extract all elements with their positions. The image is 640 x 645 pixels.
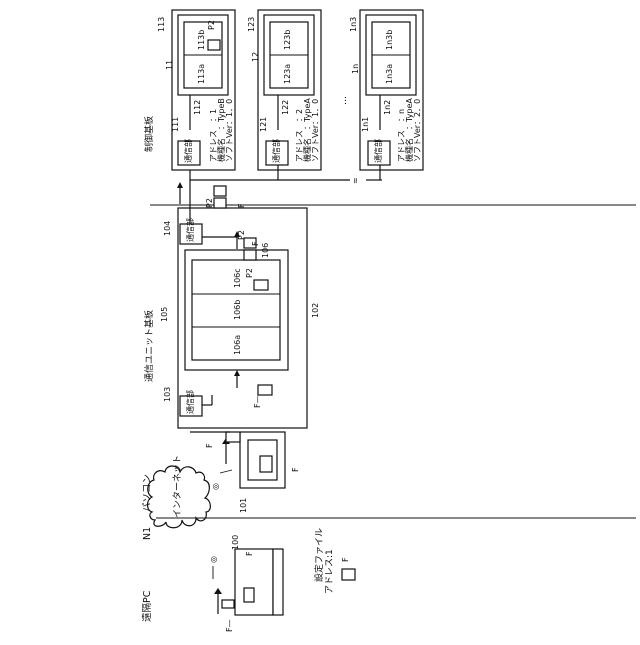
ref-1n: 1n [351, 64, 360, 74]
ref-106c: 106c [233, 268, 242, 288]
board-1n-soft: ソフトVer：2．0 [413, 99, 422, 162]
control-board-label: 制御基板 [143, 116, 155, 152]
settings-file-address: アドレス:1 [325, 549, 335, 594]
pc-download-arrow [222, 432, 240, 464]
ref-121: 121 [259, 117, 268, 132]
ref-F-settings: F [341, 557, 350, 562]
ref-103: 103 [163, 387, 172, 402]
remote-pc-label: 遠隔PC [141, 590, 153, 622]
ref-105: 105 [160, 307, 169, 322]
ref-123a: 123a [283, 64, 292, 84]
ref-1n3a: 1n3a [385, 64, 394, 84]
ref-111: 111 [171, 117, 180, 132]
ref-P2-104: P2 [237, 230, 246, 240]
internet-label: インターネット [172, 455, 183, 518]
ref-P2-11: P2 [205, 198, 214, 208]
comm-part-111-label: 通信部 [183, 139, 193, 163]
comm-part-103-label: 通信部 [185, 390, 195, 414]
ref-P2-113: P2 [207, 20, 216, 30]
ref-F-104: F [251, 241, 260, 246]
file-P2-113 [208, 40, 220, 50]
pc-wifi-icon: ◎ [211, 470, 232, 490]
board-12-soft: ソフトVer：1．0 [311, 99, 320, 162]
ref-106a: 106a [233, 335, 242, 355]
ref-F-remote: F [245, 551, 254, 556]
ref-F-pc-download: F [205, 443, 214, 448]
ref-1n3: 1n3 [349, 17, 358, 32]
ref-12: 12 [251, 52, 260, 62]
comm-part-1n1-label: 通信部 [373, 139, 383, 163]
ref-104: 104 [163, 221, 172, 236]
board-11-soft: ソフトVer：1．0 [225, 99, 234, 162]
bus-break: ≈ [351, 177, 360, 184]
ref-F-11: F [237, 203, 246, 208]
files-to-board11 [177, 182, 226, 208]
ref-P2-memory: P2 [245, 268, 254, 278]
comm-part-121-label: 通信部 [271, 139, 281, 163]
upload-file-arrow [214, 588, 234, 614]
ref-106: 106 [261, 243, 270, 258]
ref-1n1: 1n1 [361, 117, 370, 132]
remote-pc-wifi-icon: ◎ [209, 556, 218, 579]
file-P2-memory [254, 280, 268, 290]
svg-text:◎: ◎ [209, 556, 218, 563]
comm-unit-board-label: 通信ユニット基板 [143, 310, 155, 382]
ref-101: 101 [239, 498, 248, 513]
ref-112: 112 [193, 100, 202, 115]
ref-1n2: 1n2 [383, 100, 392, 115]
ref-N1: N1 [142, 527, 153, 540]
ref-113: 113 [157, 17, 166, 32]
ref-1n3b: 1n3b [385, 30, 394, 50]
ref-123b: 123b [283, 30, 292, 50]
file-marker-comm: F— [253, 395, 262, 408]
ref-11: 11 [165, 60, 174, 70]
file-F-comm [258, 385, 272, 395]
ref-106b: 106b [233, 300, 242, 320]
pc-label: パソコン [142, 474, 153, 512]
file-marker-remote: F— [225, 619, 234, 632]
ref-123: 123 [247, 17, 256, 32]
ref-122: 122 [281, 100, 290, 115]
settings-file-label: 設定ファイル [313, 528, 325, 582]
remote-pc-laptop [235, 549, 283, 615]
ref-113a: 113a [197, 64, 206, 84]
ref-113b: 113b [197, 30, 206, 50]
ref-100: 100 [231, 535, 240, 550]
svg-text:◎: ◎ [211, 483, 220, 490]
ref-F-pc: F [291, 467, 300, 472]
boards-ellipsis: … [339, 96, 349, 105]
ref-102: 102 [311, 303, 320, 318]
settings-file-icon [342, 569, 355, 580]
pc-monitor [240, 432, 285, 488]
